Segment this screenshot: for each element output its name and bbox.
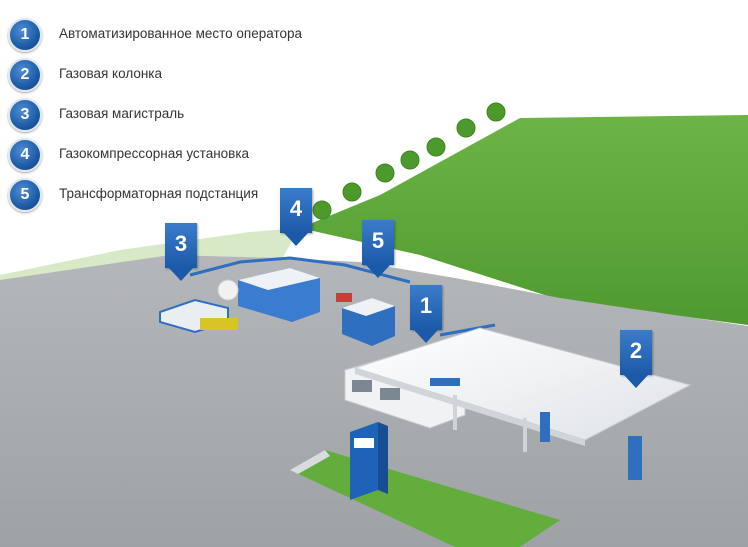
legend-item: 2 Газовая колонка [8,58,368,98]
legend-number-badge: 4 [8,138,42,172]
legend-label: Газокомпрессорная установка [59,146,250,161]
legend-label: Автоматизированное место оператора [59,26,303,41]
marker-1-pin[interactable]: 1 [410,285,442,343]
legend-number-badge: 1 [8,18,42,52]
canopy [353,327,692,441]
legend-label: Трансформаторная подстанция [59,186,259,201]
legend-item: 4 Газокомпрессорная установка [8,138,368,178]
price-totem [350,422,378,500]
tree-row [312,102,506,220]
legend-number-badge: 2 [8,58,42,92]
marker-number: 2 [629,338,643,363]
legend-item: 5 Трансформаторная подстанция [8,178,368,218]
legend-number-badge: 3 [8,98,42,132]
dispenser-b [628,436,642,480]
legend-number-badge: 5 [8,178,42,212]
marker-2-pin[interactable]: 2 [620,330,652,388]
grass-field [300,115,748,325]
marker-number: 4 [289,196,303,221]
legend-label: Газовая магистраль [59,106,185,121]
dispenser-a [540,412,550,442]
legend-label: Газовая колонка [59,66,163,81]
marker-number: 1 [419,293,433,318]
marker-number: 3 [174,231,188,256]
marker-3-pin[interactable]: 3 [165,223,197,281]
marker-4-pin[interactable]: 4 [280,188,312,246]
marker-number: 5 [371,228,385,253]
legend-item: 1 Автоматизированное место оператора [8,18,368,58]
legend-item: 3 Газовая магистраль [8,98,368,138]
legend: 1 Автоматизированное место оператора 2 Г… [8,18,368,218]
marker-5-pin[interactable]: 5 [362,220,394,278]
